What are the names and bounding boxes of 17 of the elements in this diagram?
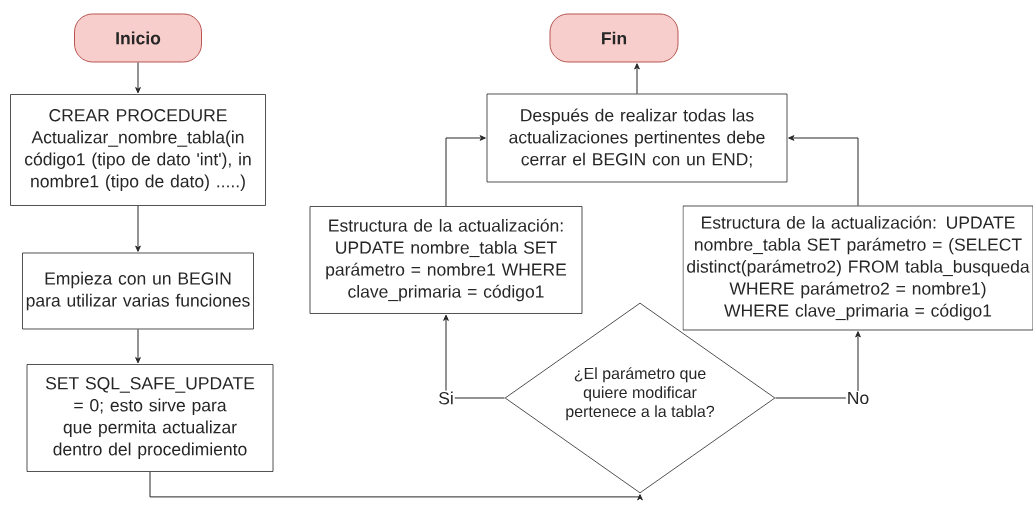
edge-label: Si xyxy=(437,390,455,406)
process-box: Empieza con un BEGIN para utilizar varias funciones xyxy=(22,252,254,330)
arrow xyxy=(149,471,643,501)
arrow xyxy=(443,314,506,399)
arrow xyxy=(634,63,640,95)
process-box: Estructura de la actualización: UPDATE nombre_tabla SET parámetro = nombre1 WHERE clave_primaria = código1 xyxy=(309,206,583,314)
process-box: CREAR PROCEDURE Actualizar_nombre_tabla(in código1 (tipo de dato 'int'), in nombre1 (tipo de dato) .....) xyxy=(10,94,266,206)
arrow xyxy=(135,205,141,252)
arrow xyxy=(788,135,859,207)
arrow xyxy=(445,135,486,207)
process-box: SET SQL_SAFE_UPDATE = 0; esto sirve para que permita actualizar dentro del procedimiento xyxy=(26,364,274,472)
arrow xyxy=(774,331,861,399)
process-box: Estructura de la actualización: UPDATE nombre_tabla SET parámetro = (SELECT distinct(parámetro2) FROM tabla_busqueda WHERE parámetro2 = nombre1) WHERE clave_primaria = código1 xyxy=(682,205,1033,331)
arrow xyxy=(135,62,141,94)
edge-label: No xyxy=(845,390,871,406)
process-box: Después de realizar todas las actualizaciones pertinentes debe cerrar el BEGIN con un END; xyxy=(486,93,788,183)
arrow xyxy=(135,328,141,364)
